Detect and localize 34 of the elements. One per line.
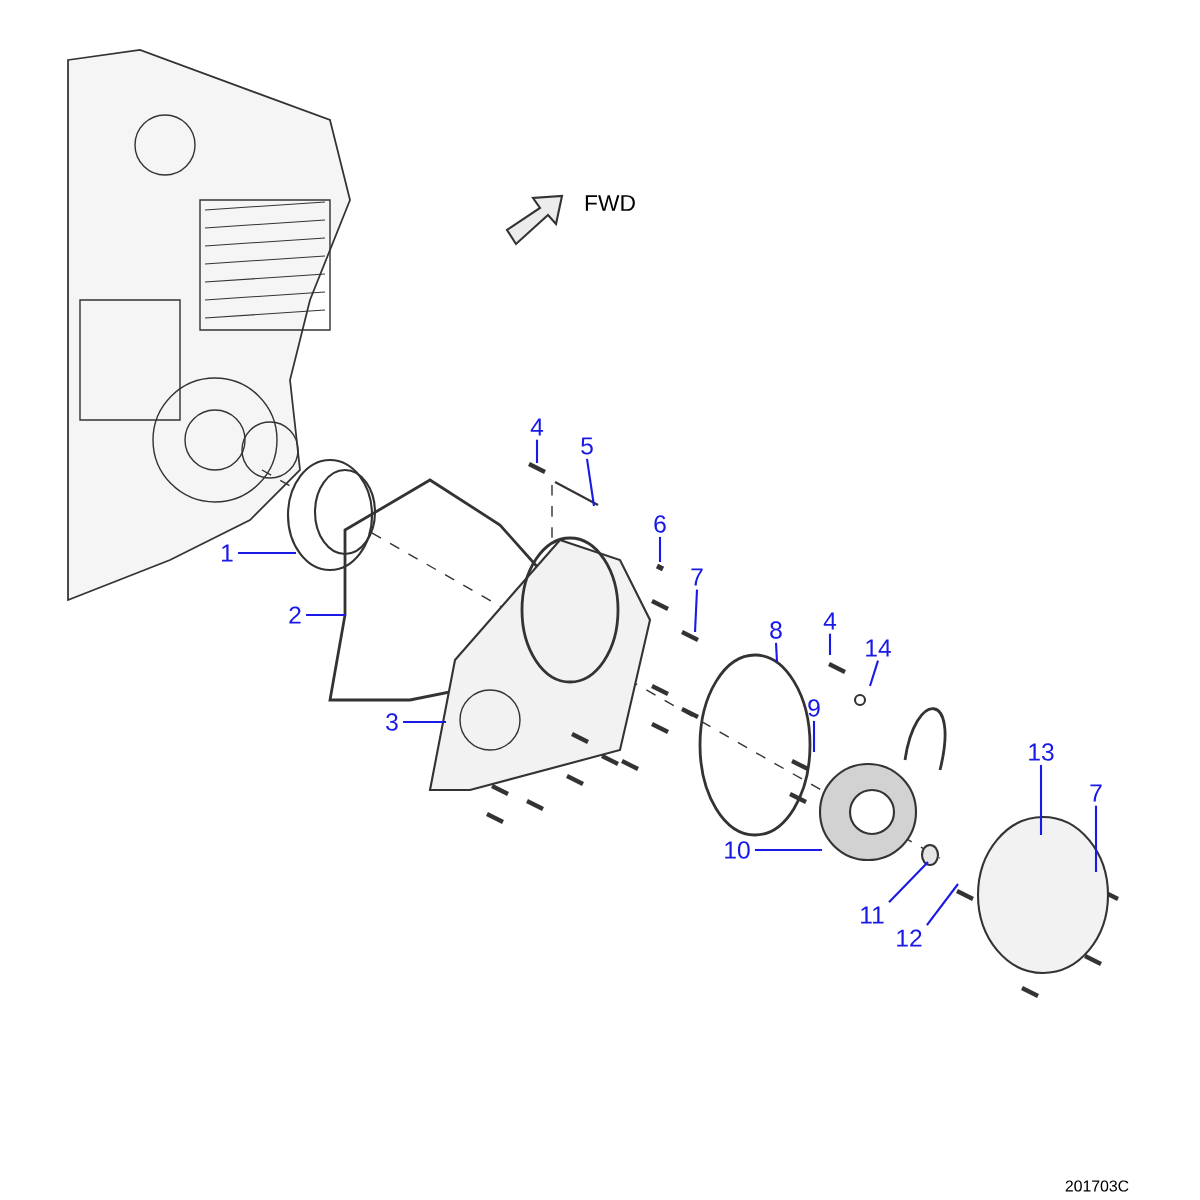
callout-number: 10 — [725, 841, 750, 859]
callout-number: 13 — [1029, 743, 1054, 761]
callout-number: 5 — [581, 437, 593, 455]
callout-number: 2 — [289, 606, 301, 624]
leader-line — [774, 642, 779, 663]
callout-number: 8 — [770, 621, 782, 639]
leader-line — [693, 589, 699, 633]
callout-number: 4 — [823, 612, 837, 630]
callout-number: 14 — [866, 639, 891, 657]
leader-line — [306, 613, 346, 617]
leader-line — [535, 439, 539, 463]
callout-number: 6 — [654, 515, 666, 533]
leader-line — [1039, 764, 1043, 835]
direction-label: FWD — [585, 195, 635, 211]
callout-number: 9 — [808, 699, 820, 717]
leader-line — [754, 848, 822, 852]
leader-line — [1094, 805, 1098, 872]
callout-number: 7 — [1090, 784, 1102, 802]
leader-line — [812, 720, 816, 752]
leader-line — [926, 883, 959, 926]
leader-line — [828, 633, 832, 655]
callout-number: 1 — [222, 544, 233, 562]
leader-line — [403, 720, 446, 724]
callout-number: 4 — [530, 418, 544, 436]
leader-line — [888, 861, 929, 904]
leader-line — [585, 458, 596, 507]
callout-number: 12 — [897, 929, 922, 947]
callout-number: 3 — [386, 713, 398, 731]
leader-line — [238, 551, 296, 555]
leader-line — [869, 660, 879, 687]
callout-number: 11 — [861, 906, 884, 924]
leader-line — [658, 536, 662, 562]
callout-number: 7 — [691, 568, 703, 586]
drawing-number: 201703C — [1065, 1180, 1129, 1192]
